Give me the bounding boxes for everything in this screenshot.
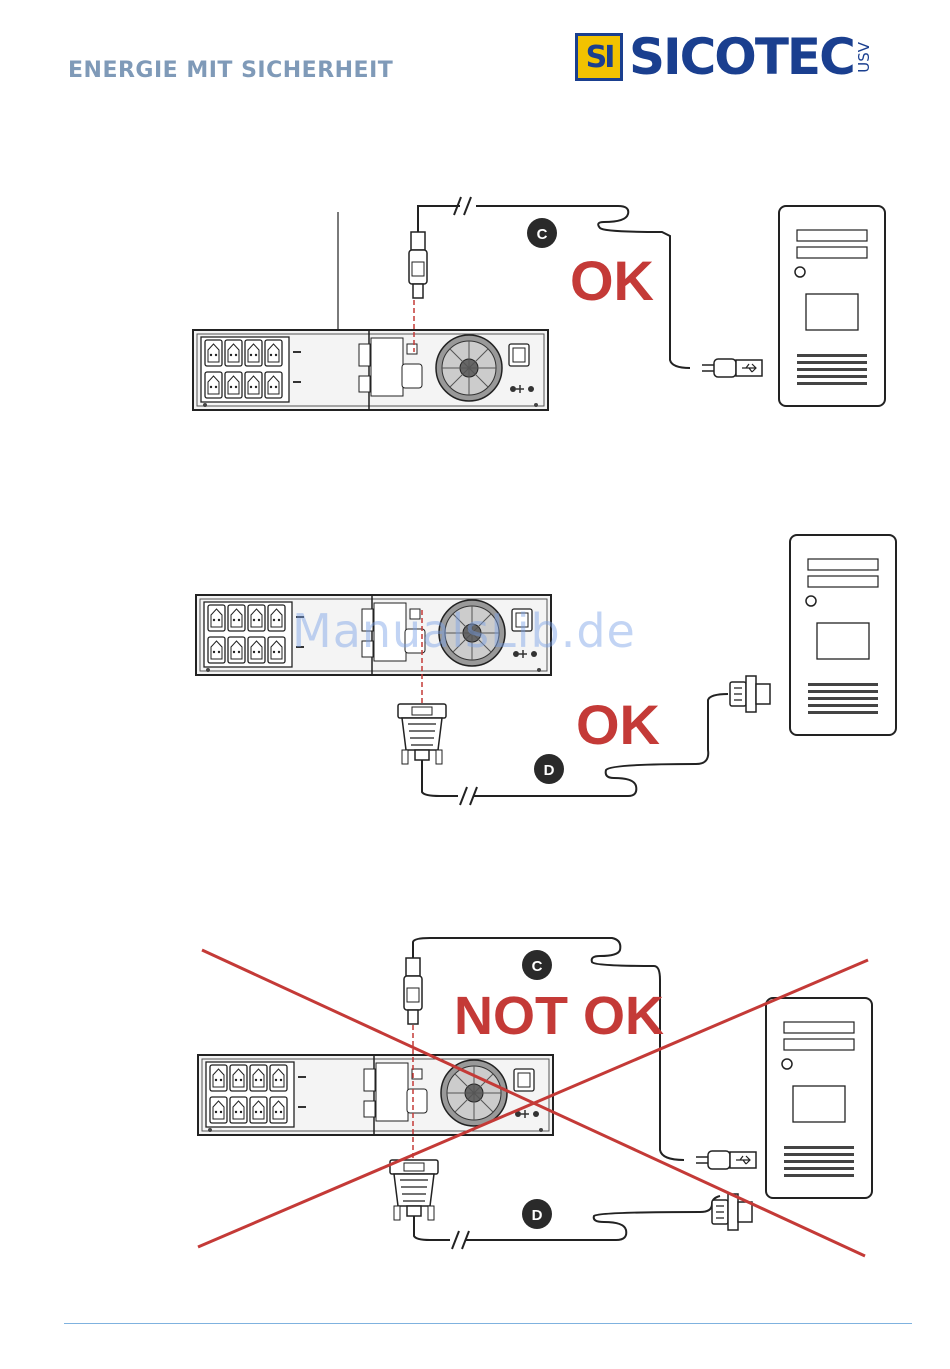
cable-label: D — [544, 762, 555, 779]
cable-break-mark — [460, 787, 477, 805]
pc-tower — [790, 535, 896, 735]
db9-connector — [390, 1160, 438, 1220]
usb-b-connector — [409, 232, 427, 298]
serial-cable-d — [422, 694, 728, 796]
status-label: NOT OK — [454, 986, 664, 1046]
diagram-both: C D NOT OK — [198, 938, 872, 1256]
watermark: ManualsLib.de — [292, 604, 636, 658]
ups-unit — [198, 1055, 553, 1135]
cable-break-mark — [452, 1231, 469, 1249]
diagram-usb: C OK — [193, 197, 885, 410]
usb-a-connector — [702, 359, 762, 377]
usb-a-connector — [696, 1151, 756, 1169]
db9-connector — [398, 704, 446, 764]
cable-label: D — [532, 1207, 543, 1224]
usb-b-connector — [404, 958, 422, 1024]
ups-unit — [193, 330, 548, 410]
db9-pc-connector — [712, 1194, 752, 1230]
footer-divider — [64, 1323, 912, 1324]
cable-label: C — [537, 226, 548, 243]
pc-tower — [779, 206, 885, 406]
status-label: OK — [576, 693, 660, 756]
cable-label: C — [532, 958, 543, 975]
serial-cable-d — [414, 1196, 720, 1240]
cable-break-mark — [454, 197, 471, 215]
diagram-serial: D OK — [196, 535, 896, 805]
db9-pc-connector — [730, 676, 770, 712]
pc-tower — [766, 998, 872, 1198]
status-label: OK — [570, 249, 654, 312]
